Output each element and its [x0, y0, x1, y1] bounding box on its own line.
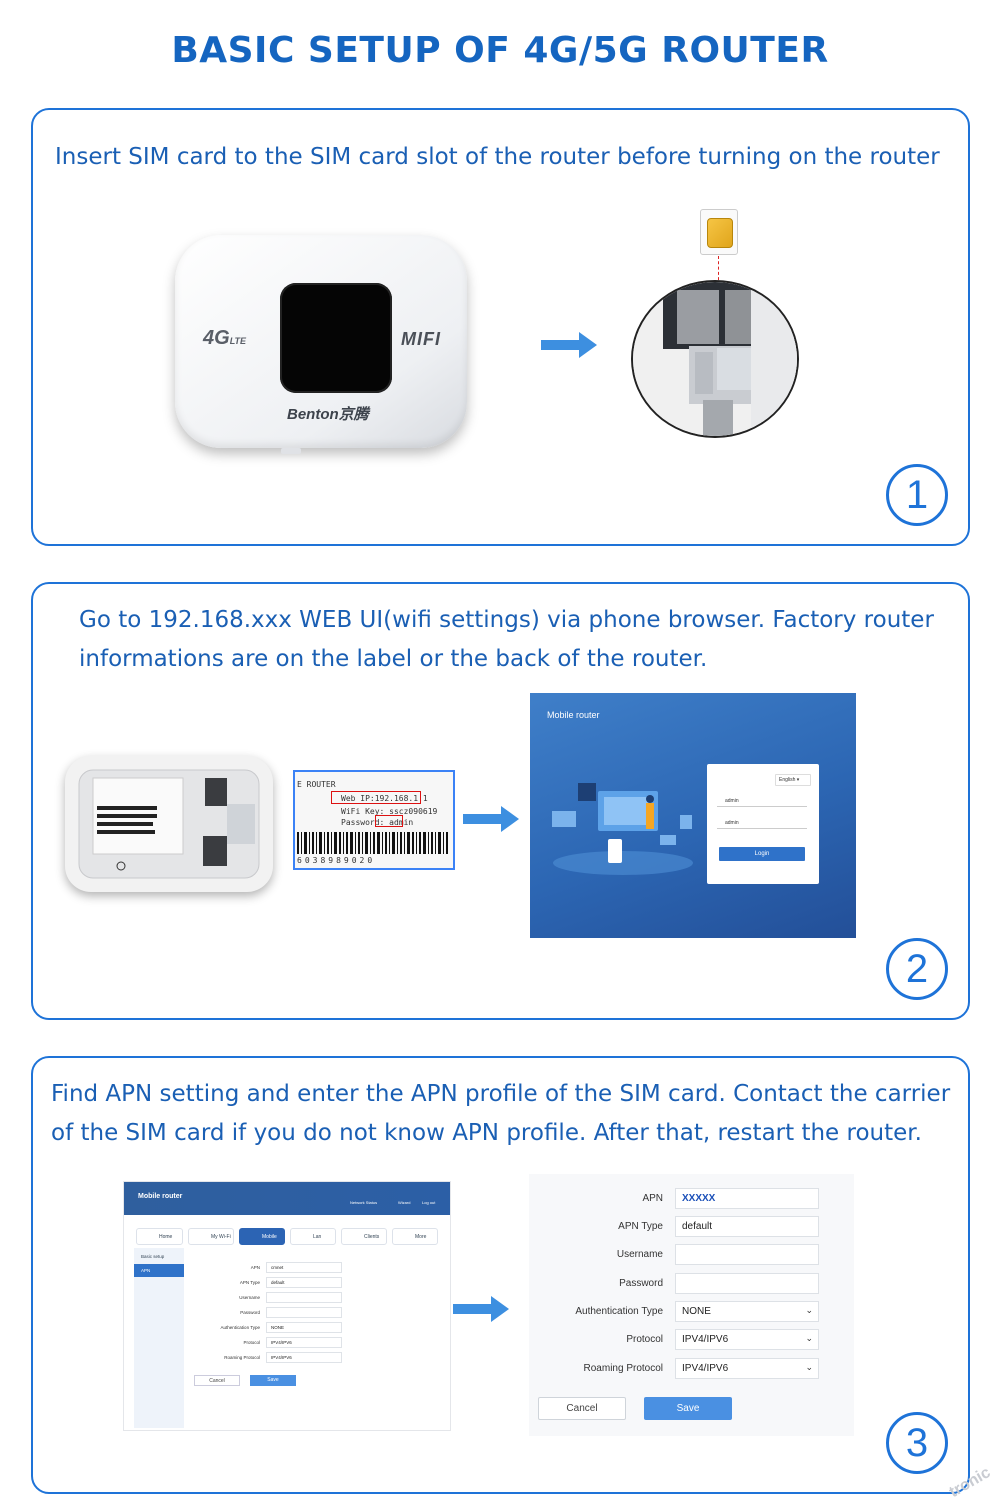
roaming-protocol-select[interactable]: IPV4/IPV6⌄: [675, 1358, 819, 1379]
chevron-down-icon: ⌄: [805, 1305, 813, 1315]
router-power-button: [281, 448, 301, 454]
small-password-label: Password: [240, 1310, 260, 1315]
step-number-badge: 1: [886, 464, 948, 526]
apn-settings-closeup: APN XXXXX APN Type default Username Pass…: [529, 1174, 854, 1436]
router-4g-logo: 4GLTE: [203, 327, 247, 349]
sim-card-image: [700, 209, 738, 255]
small-roaming-label: Roaming Protocol: [224, 1355, 260, 1360]
step-3-instruction: Find APN setting and enter the APN profi…: [51, 1081, 951, 1146]
save-button[interactable]: Save: [644, 1397, 732, 1420]
apn-type-input[interactable]: default: [675, 1216, 819, 1237]
router-back-image: [65, 756, 273, 892]
small-save-button[interactable]: Save: [250, 1375, 296, 1386]
small-cancel-button[interactable]: Cancel: [194, 1375, 240, 1386]
login-screenshot: Mobile router English ▾ admin admin Logi…: [530, 693, 856, 938]
auth-type-label: Authentication Type: [575, 1306, 663, 1317]
sim-slot-illustration: [633, 282, 797, 436]
arrow-right-icon: [463, 806, 519, 832]
small-protocol-select[interactable]: IPV4/IPV6: [266, 1337, 342, 1348]
mifi-router-image: 4GLTE MIFI Benton京腾: [175, 235, 467, 454]
protocol-label: Protocol: [626, 1334, 663, 1345]
step-1-instruction: Insert SIM card to the SIM card slot of …: [55, 144, 940, 170]
small-apn-label: APN: [250, 1265, 260, 1270]
network-illustration: [552, 783, 693, 875]
router-mifi-logo: MIFI: [401, 329, 441, 349]
chevron-down-icon: ⌄: [805, 1362, 813, 1372]
label-web-ip: Web IP:192.168.1.1: [341, 794, 428, 803]
username-input[interactable]: admin: [717, 795, 807, 807]
password-label: Password: [619, 1278, 663, 1289]
apn-input[interactable]: XXXXX: [675, 1188, 819, 1209]
step-2-card: Go to 192.168.xxx WEB UI(wifi settings) …: [31, 582, 970, 1020]
password-input[interactable]: admin: [717, 817, 807, 829]
small-username-label: Username: [239, 1295, 260, 1300]
sidebar-item-apn[interactable]: APN: [134, 1264, 184, 1277]
small-apn-type-label: APN Type: [239, 1280, 260, 1285]
router-screen: [280, 283, 392, 393]
small-username-input[interactable]: [266, 1292, 342, 1303]
auth-type-select[interactable]: NONE⌄: [675, 1301, 819, 1322]
tab-more[interactable]: More: [392, 1228, 438, 1245]
header-network-status[interactable]: Network Status: [350, 1200, 378, 1205]
header-wizard[interactable]: Wizard: [398, 1200, 411, 1205]
tab-mobile[interactable]: Mobile: [239, 1228, 285, 1245]
language-select[interactable]: English ▾: [775, 774, 811, 786]
small-apn-input[interactable]: cmnet: [266, 1262, 342, 1273]
insertion-guide-line: [718, 256, 719, 296]
small-protocol-label: Protocol: [243, 1340, 260, 1345]
router-label-closeup: E ROUTER Web IP:192.168.1.1 WiFi Key: ss…: [293, 770, 455, 870]
header-logout[interactable]: Log out: [422, 1200, 436, 1205]
small-roaming-select[interactable]: IPV4/IPV6: [266, 1352, 342, 1363]
small-auth-type-label: Authentication Type: [220, 1325, 260, 1330]
step-3-card: Find APN setting and enter the APN profi…: [31, 1056, 970, 1494]
router-brand-logo: Benton京腾: [287, 406, 369, 423]
small-auth-type-select[interactable]: NONE: [266, 1322, 342, 1333]
small-app-header: Mobile router Network Status Wizard Log …: [124, 1182, 450, 1215]
apn-settings-screenshot: Mobile router Network Status Wizard Log …: [123, 1181, 451, 1431]
tab-clients[interactable]: Clients: [341, 1228, 387, 1245]
tab-home[interactable]: Home: [136, 1228, 183, 1245]
step-number-badge: 3: [886, 1412, 948, 1474]
sim-chip-icon: [707, 218, 733, 248]
step-1-card: Insert SIM card to the SIM card slot of …: [31, 108, 970, 546]
tab-lan[interactable]: Lan: [290, 1228, 336, 1245]
label-wifi-key: WiFi Key: sscz090619: [341, 807, 438, 816]
arrow-right-icon: [541, 332, 597, 358]
small-app-title: Mobile router: [138, 1193, 183, 1200]
username-input[interactable]: [675, 1244, 819, 1265]
cancel-button[interactable]: Cancel: [538, 1397, 626, 1420]
router-back-illustration: [78, 769, 260, 879]
small-sidebar: Basic setup APN: [134, 1248, 184, 1428]
tab-my-wifi[interactable]: My Wi-Fi: [188, 1228, 234, 1245]
sidebar-item-basic-setup[interactable]: Basic setup: [141, 1254, 165, 1259]
page-title: BASIC SETUP OF 4G/5G ROUTER: [171, 30, 829, 71]
web-ip-highlight: [331, 791, 421, 804]
roaming-protocol-label: Roaming Protocol: [583, 1363, 663, 1374]
login-button[interactable]: Login: [719, 847, 805, 861]
chevron-down-icon: ⌄: [805, 1333, 813, 1343]
label-heading: E ROUTER: [297, 780, 336, 789]
username-label: Username: [616, 1249, 663, 1260]
login-form: English ▾ admin admin Login: [707, 764, 819, 884]
apn-label: APN: [642, 1193, 663, 1204]
sim-slot-closeup: [631, 280, 799, 438]
small-apn-type-input[interactable]: default: [266, 1277, 342, 1288]
password-highlight: [375, 815, 403, 827]
label-password: Password: admin: [341, 818, 414, 827]
login-app-title: Mobile router: [547, 710, 600, 720]
barcode-image: [297, 832, 448, 854]
apn-type-label: APN Type: [618, 1221, 663, 1232]
arrow-right-icon: [453, 1296, 509, 1322]
step-2-instruction: Go to 192.168.xxx WEB UI(wifi settings) …: [79, 607, 934, 672]
small-password-input[interactable]: [266, 1307, 342, 1318]
password-input[interactable]: [675, 1273, 819, 1294]
protocol-select[interactable]: IPV4/IPV6⌄: [675, 1329, 819, 1350]
barcode-digits: 6038989020: [297, 856, 376, 865]
step-number-badge: 2: [886, 938, 948, 1000]
